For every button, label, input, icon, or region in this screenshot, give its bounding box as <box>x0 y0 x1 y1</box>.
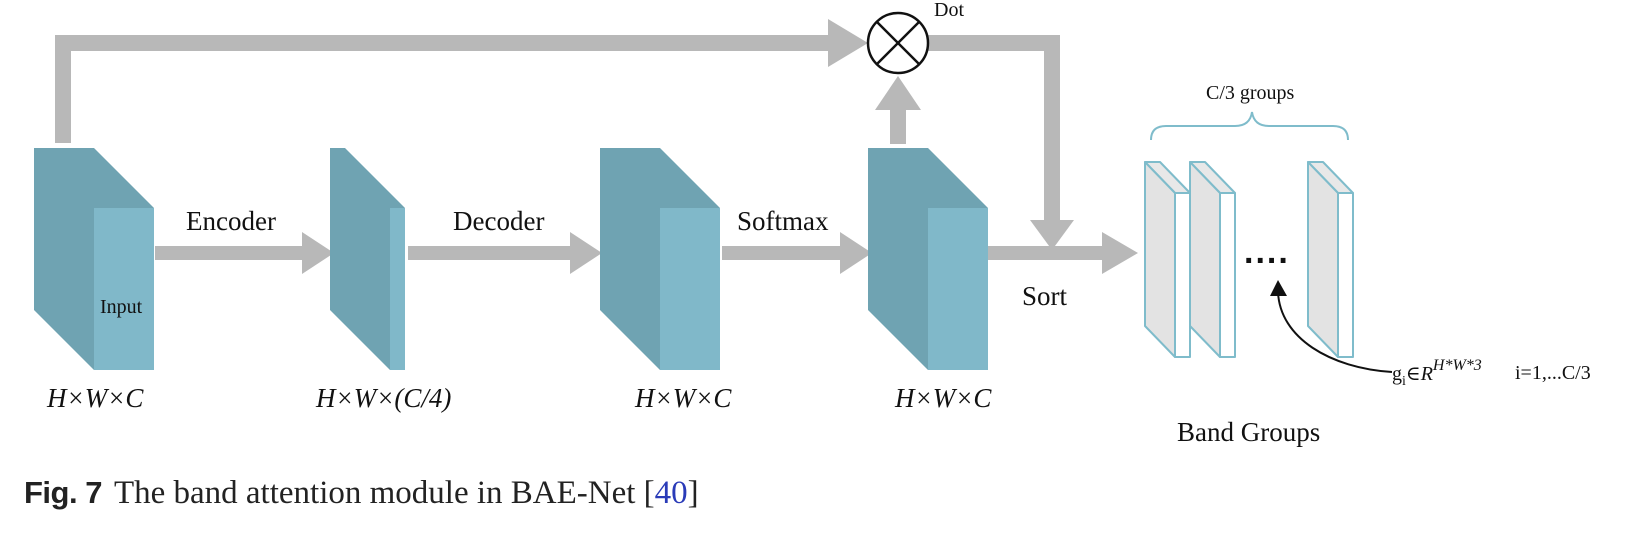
caption-close: ] <box>687 475 699 511</box>
decoder-arrow-shaft <box>408 246 572 260</box>
softmax-arrow-shaft <box>722 246 844 260</box>
softmax-dimension: H×W×C <box>894 383 992 413</box>
groups-count-label: C/3 groups <box>1206 82 1295 104</box>
sort-label: Sort <box>1022 281 1068 311</box>
skip-path-vertical <box>55 35 71 143</box>
flow-arrows <box>55 19 1138 274</box>
dot-output-horizontal <box>928 35 1060 51</box>
block-encoded-front <box>390 208 405 370</box>
softmax-arrow-head <box>840 232 872 274</box>
block-softmax-front <box>928 208 988 370</box>
encoder-arrow-head <box>302 232 334 274</box>
formula-in: ∈ <box>1406 363 1421 385</box>
group-index: i=1,...C/3 <box>1515 362 1591 384</box>
block-decoded <box>600 148 720 370</box>
softmax-label: Softmax <box>737 206 829 236</box>
formula-set: R <box>1420 363 1433 385</box>
dot-product-node <box>866 11 930 75</box>
dot-output-vertical <box>1044 35 1060 223</box>
block-decoded-front <box>660 208 720 370</box>
block-input <box>34 148 154 370</box>
decoder-label: Decoder <box>453 206 544 236</box>
dot-label: Dot <box>934 0 964 21</box>
formula-exp: H*W*3 <box>1432 357 1482 374</box>
formula-base: g <box>1392 363 1402 385</box>
sort-arrow-head <box>1102 232 1138 274</box>
input-label: Input <box>100 296 143 318</box>
band-group-slices <box>1144 161 1354 358</box>
dot-input-arrow-shaft <box>890 106 906 144</box>
band-group-slice-2 <box>1189 161 1236 358</box>
dot-output-arrow-head <box>1030 220 1074 250</box>
ellipsis-dots: .... <box>1244 233 1290 271</box>
sort-arrow-shaft <box>985 246 1105 260</box>
encoder-arrow-shaft <box>155 246 305 260</box>
band-attention-diagram: Encoder Decoder Softmax Sort Input Dot C… <box>34 0 1591 447</box>
citation-link[interactable]: 40 <box>654 475 688 511</box>
figure-number: Fig. 7 <box>24 475 102 510</box>
groups-brace <box>1150 111 1349 141</box>
block-input-front <box>94 208 154 370</box>
decoded-dimension: H×W×C <box>634 383 732 413</box>
decoder-arrow-head <box>570 232 602 274</box>
caption-body: The band attention module in BAE-Net [ <box>113 475 655 511</box>
encoder-label: Encoder <box>186 206 276 236</box>
group-curved-arrow-head-icon <box>1270 280 1287 296</box>
caption-text: The band attention module in BAE-Net [40… <box>114 475 699 511</box>
encoded-dimension: H×W×(C/4) <box>315 383 451 413</box>
block-softmax-output <box>868 148 988 370</box>
skip-arrow-head <box>828 19 868 67</box>
skip-path-horizontal <box>55 35 830 51</box>
group-curved-arrow <box>1277 291 1393 373</box>
block-encoded <box>330 148 405 370</box>
band-group-slice-n <box>1307 161 1354 358</box>
band-groups-label: Band Groups <box>1177 417 1320 447</box>
band-group-slice-1 <box>1144 161 1191 358</box>
input-dimension: H×W×C <box>46 383 144 413</box>
formula-sub: i <box>1402 374 1406 389</box>
dot-input-arrow-head <box>875 76 921 110</box>
group-formula: gi∈RH*W*3 <box>1392 357 1482 389</box>
figure-caption: Fig. 7 The band attention module in BAE-N… <box>24 475 699 512</box>
block-encoded-side <box>330 148 405 370</box>
